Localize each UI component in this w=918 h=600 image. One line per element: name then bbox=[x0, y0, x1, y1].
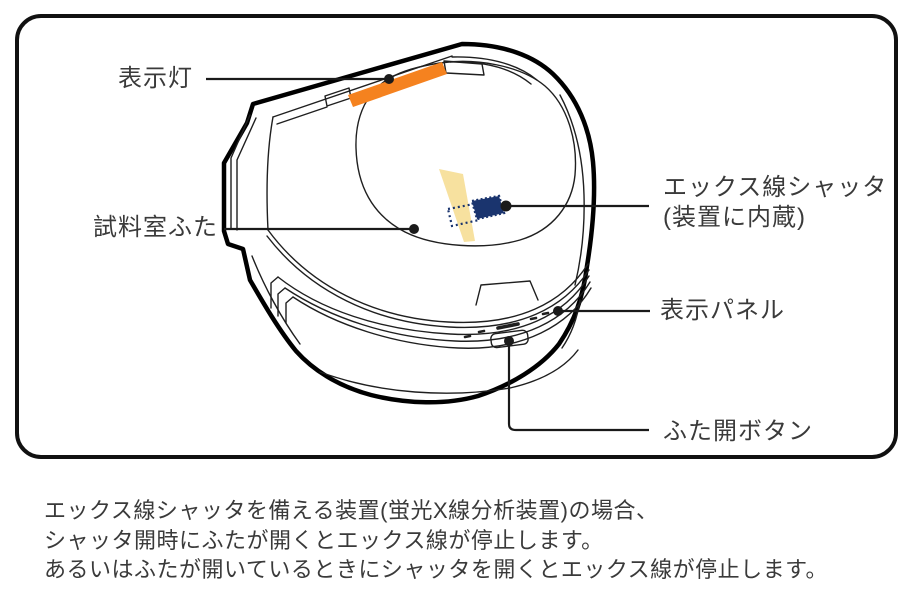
leader-lines bbox=[206, 74, 650, 432]
label-display-panel: 表示パネル bbox=[660, 297, 785, 324]
caption-text: エックス線シャッタを備える装置(蛍光X線分析装置)の場合、 シャッタ開時にふたが… bbox=[44, 496, 828, 585]
caption-line-1: エックス線シャッタを備える装置(蛍光X線分析装置)の場合、 bbox=[44, 498, 659, 523]
indicator-light-dot bbox=[384, 74, 394, 84]
label-indicator-light: 表示灯 bbox=[118, 65, 193, 92]
lid-open-button-shape bbox=[490, 329, 529, 349]
display-panel-marks bbox=[463, 311, 550, 339]
indicator-strip-shape bbox=[348, 62, 447, 107]
sample-lid-dot bbox=[409, 224, 419, 234]
shutter-dot bbox=[500, 200, 512, 212]
caption-line-2: シャッタ開時にふたが開くとエックス線が停止します。 bbox=[44, 527, 604, 553]
device-body-outline bbox=[221, 41, 597, 405]
label-sample-chamber-lid: 試料室ふた bbox=[93, 214, 218, 241]
label-xray-shutter-line2: (装置に内蔵) bbox=[663, 204, 806, 231]
label-xray-shutter-line1: エックス線シャッタ bbox=[663, 174, 888, 201]
display-panel-dot bbox=[553, 306, 563, 316]
xray-shutter-shape bbox=[446, 194, 506, 228]
lid-open-button-dot bbox=[504, 336, 514, 346]
label-lid-open-button: ふた開ボタン bbox=[663, 418, 813, 445]
label-xray-shutter: エックス線シャッタ (装置に内蔵) bbox=[663, 173, 887, 233]
caption-line-3: あるいはふたが開いているときにシャッタを開くとエックス線が停止します。 bbox=[44, 557, 828, 582]
